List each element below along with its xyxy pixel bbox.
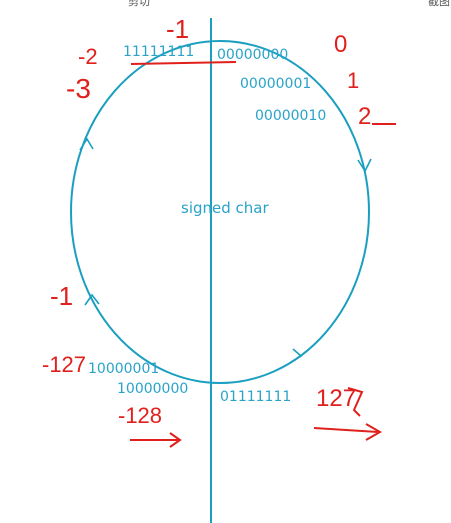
annotation-neg-one-lower: -1	[50, 281, 73, 311]
annotation-neg-three: -3	[66, 73, 91, 104]
underline-mark	[130, 61, 237, 65]
annotation-pos-127: 127	[316, 385, 356, 412]
value-circle	[70, 40, 370, 384]
binary-one: 00000001	[240, 76, 311, 92]
bracket-127-icon	[347, 387, 364, 417]
header-right-label: 截图	[428, 0, 450, 8]
arrow-left-lower-icon	[84, 293, 100, 306]
binary-two: 00000010	[255, 108, 326, 124]
arrow-neg-128-icon	[130, 432, 182, 448]
annotation-two: 2	[358, 103, 371, 130]
annotation-neg-two: -2	[78, 44, 98, 69]
arrow-right-side-icon	[357, 158, 372, 173]
binary-all-ones: 11111111	[123, 44, 194, 60]
arrow-pos-127-icon	[313, 423, 383, 441]
annotation-neg-127: -127	[42, 352, 86, 377]
arrow-bottom-right-icon	[290, 348, 303, 363]
binary-max: 01111111	[220, 389, 291, 405]
binary-min: 10000000	[117, 381, 188, 397]
header-left-label: 剪切	[128, 0, 150, 8]
binary-min-plus-one: 10000001	[88, 361, 159, 377]
annotation-one: 1	[347, 68, 359, 93]
annotation-neg-one: -1	[166, 14, 189, 44]
arrow-left-upper-icon	[79, 137, 94, 151]
annotation-zero: 0	[334, 31, 347, 58]
binary-zero: 00000000	[217, 47, 288, 63]
center-label: signed char	[181, 199, 269, 217]
annotation-neg-128: -128	[118, 403, 162, 428]
